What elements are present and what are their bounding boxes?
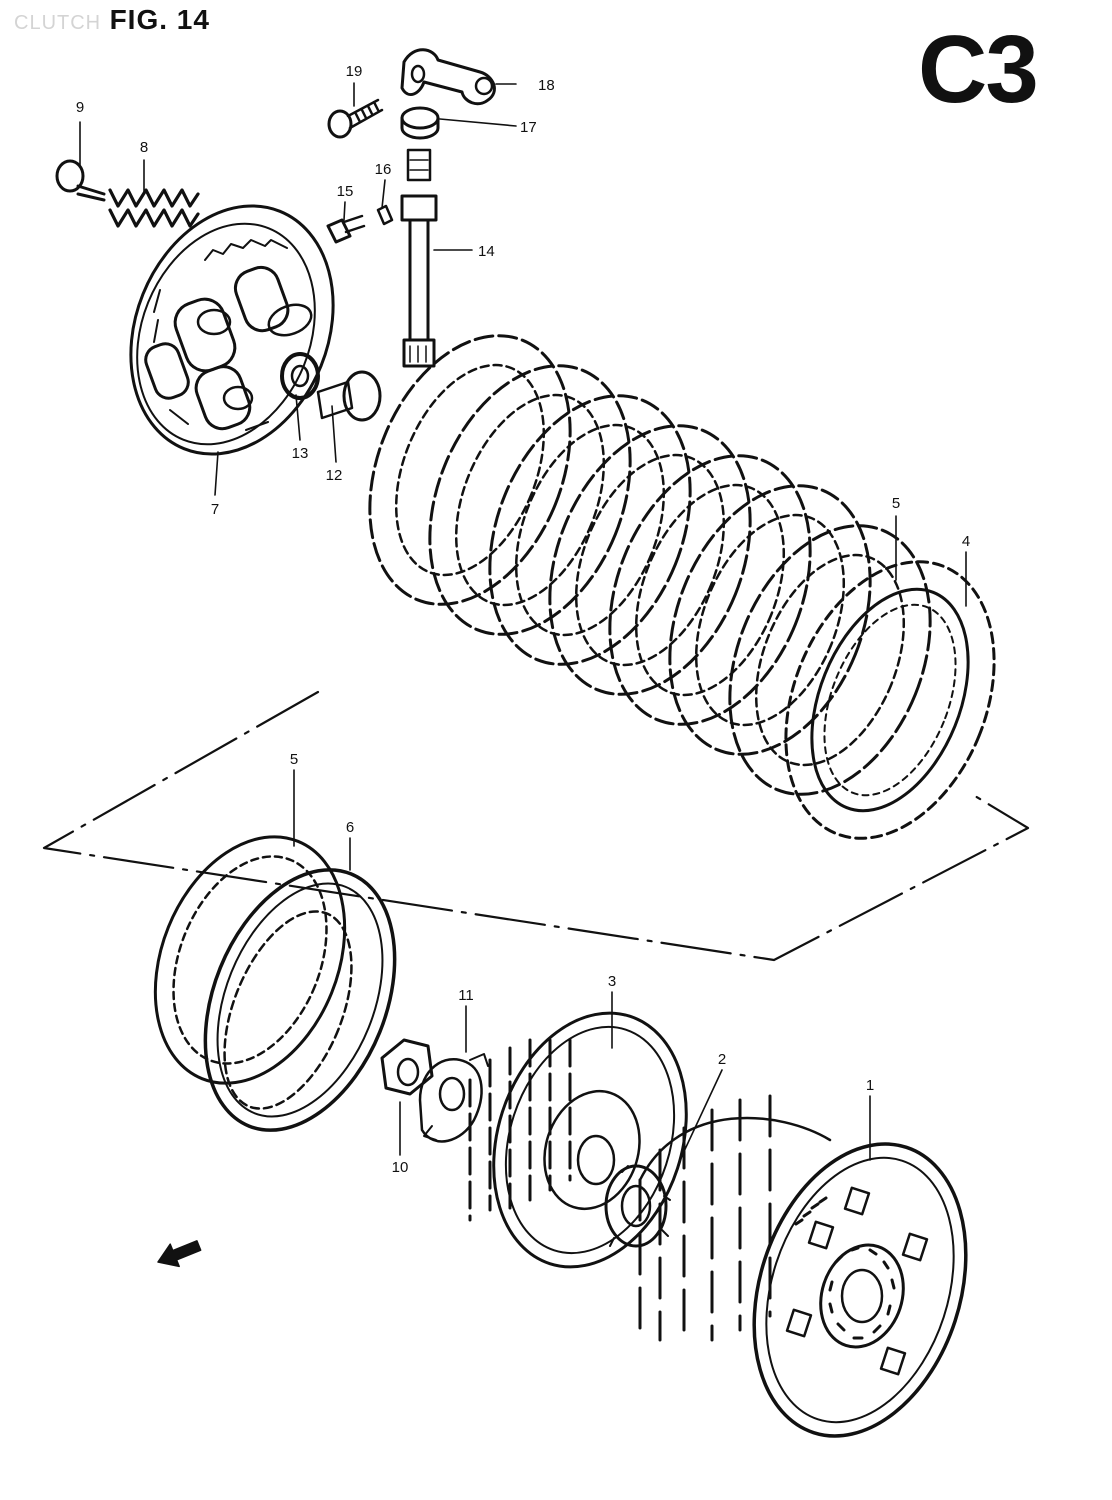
- callout-8: 8: [140, 139, 148, 156]
- drive-plate-4: [784, 560, 996, 840]
- release-piece-12: [316, 370, 382, 422]
- leader-lines: [79, 82, 967, 1161]
- callout-2: 2: [718, 1051, 726, 1068]
- callout-9: 9: [76, 99, 84, 116]
- callout-13: 13: [292, 445, 309, 462]
- callout-15: 15: [337, 183, 354, 200]
- callout-19: 19: [346, 63, 363, 80]
- sleeve-hub-3: [468, 1011, 688, 1269]
- driven-plate-5: [153, 835, 347, 1085]
- nut-10: [380, 1038, 434, 1096]
- screw-15: [326, 214, 366, 244]
- callout-5-lower: 5: [290, 751, 298, 768]
- washer-16: [376, 204, 394, 226]
- wave-washer-6: [203, 868, 397, 1132]
- screw-19: [327, 98, 384, 139]
- clutch-spring-8: [108, 188, 200, 228]
- callout-18: 18: [538, 77, 555, 94]
- callout-4: 4: [962, 533, 970, 550]
- thrust-washer-2: [604, 1164, 671, 1248]
- fwd-arrow-icon: [157, 1240, 202, 1268]
- plate-pack-boundary: [42, 690, 1030, 962]
- spring-bolt-9: [55, 159, 106, 202]
- oil-seal-17: [400, 106, 440, 140]
- callout-10: 10: [392, 1159, 409, 1176]
- figure-label: FIG. 14: [109, 4, 210, 35]
- callout-6: 6: [346, 819, 354, 836]
- clutch-plate-stack: [368, 334, 996, 840]
- callout-17: 17: [520, 119, 537, 136]
- callout-14: 14: [478, 243, 495, 260]
- callout-16: 16: [375, 161, 392, 178]
- callout-3: 3: [608, 973, 616, 990]
- bearing-13: [280, 352, 320, 400]
- callout-1: 1: [866, 1077, 874, 1094]
- push-rod-14: [400, 148, 438, 368]
- callout-5-upper: 5: [892, 495, 900, 512]
- release-lever-18: [400, 48, 496, 106]
- page-code: C3: [918, 16, 1039, 123]
- callout-11: 11: [458, 987, 474, 1004]
- lock-washer-11: [418, 1053, 489, 1143]
- pressure-plate-7: [129, 204, 335, 456]
- header-labels: CLUTCH FIG. 14: [14, 4, 210, 36]
- callout-12: 12: [326, 467, 343, 484]
- callout-labels: 9 8 19 18 17 16 15 14 13 12 7 5 4 5 6 11…: [76, 63, 970, 1176]
- clutch-housing-1: [638, 1094, 968, 1438]
- callout-7: 7: [211, 501, 219, 518]
- section-label: CLUTCH: [14, 12, 102, 34]
